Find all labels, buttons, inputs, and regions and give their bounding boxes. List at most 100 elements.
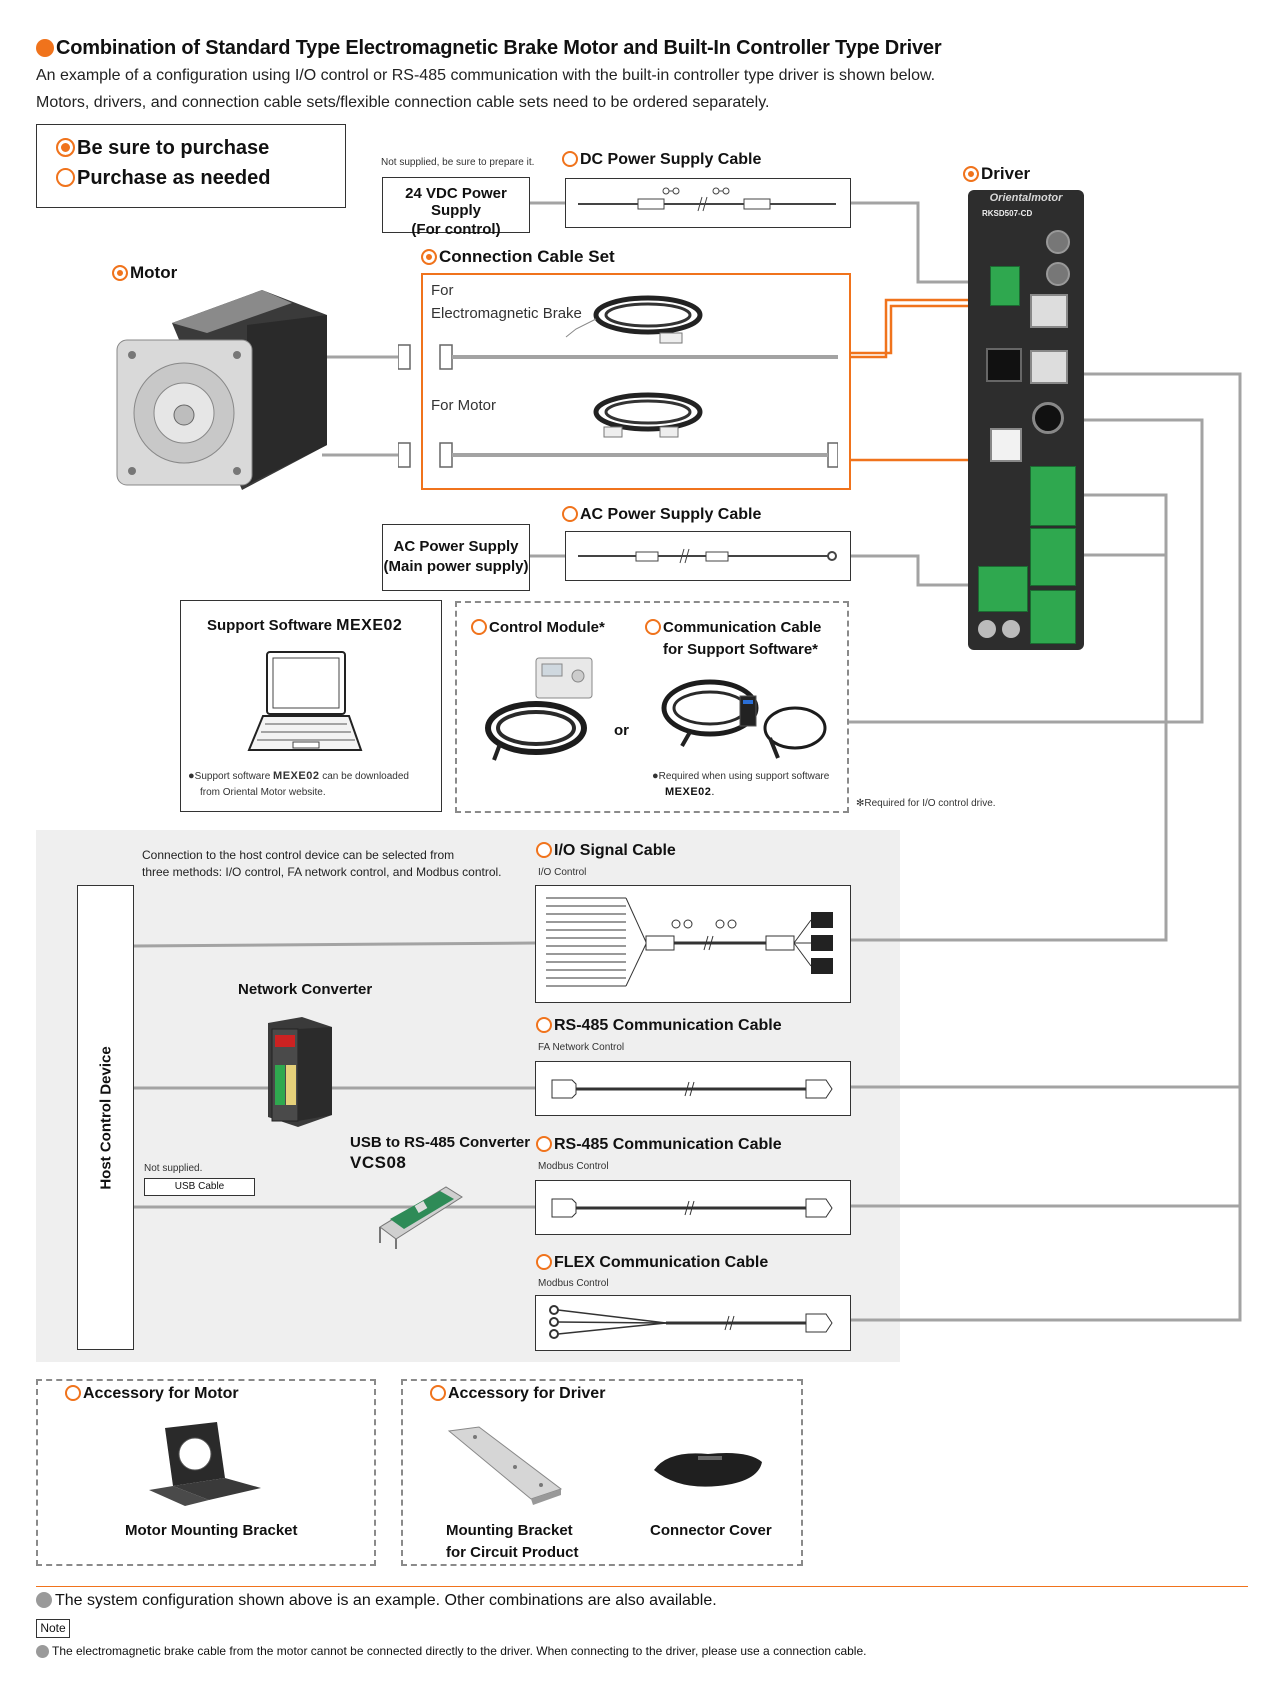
optional-dot-icon — [536, 1017, 552, 1033]
required-dot-icon — [36, 39, 54, 57]
optional-dot-icon — [471, 619, 487, 635]
or-text: or — [614, 722, 629, 739]
line-usb-comm — [847, 418, 1204, 724]
required-dot-icon — [56, 138, 75, 157]
rj45-port-icon[interactable] — [1030, 350, 1068, 384]
io-terminal[interactable] — [1030, 466, 1076, 526]
rs485-fa-cable-icon — [551, 1079, 833, 1099]
cable-set-label: Connection Cable Set — [421, 247, 615, 267]
io-terminal[interactable] — [1030, 528, 1076, 586]
motor-label: Motor — [112, 263, 177, 283]
mounting-bracket-image — [447, 1426, 563, 1505]
software-title: Support Software MEXE02 — [207, 617, 403, 634]
required-dot-icon — [112, 265, 128, 281]
usb-converter-image — [379, 1186, 463, 1249]
ac-terminal[interactable] — [978, 566, 1028, 612]
comm-cable-note-2: MEXE02. — [665, 786, 715, 798]
dial-icon[interactable] — [1046, 230, 1070, 254]
comm-cable-label-1: Communication Cable — [645, 619, 821, 636]
motor-bracket-image — [149, 1422, 261, 1506]
brake-cable-label-1: For — [431, 282, 454, 299]
ac-power-supply: AC Power Supply (Main power supply) — [382, 524, 530, 591]
optional-dot-icon — [536, 1254, 552, 1270]
brake-cable-label-2: Electromagnetic Brake — [431, 305, 582, 322]
legend — [36, 124, 346, 208]
io-terminal[interactable] — [1030, 590, 1076, 644]
line-rs485-bus — [851, 372, 1242, 1322]
power-connector[interactable] — [990, 266, 1020, 306]
optional-dot-icon — [430, 1385, 446, 1401]
flex-cable-icon — [549, 1305, 833, 1339]
ground-screw-icon — [978, 620, 996, 638]
required-dot-icon — [963, 166, 979, 182]
line-io — [851, 493, 1168, 942]
rs485-modbus-sub: Modbus Control — [538, 1161, 609, 1172]
usb-converter-model: VCS08 — [350, 1153, 407, 1172]
line-set-driver-b — [851, 304, 985, 355]
host-selection-2: three methods: I/O control, FA network c… — [142, 865, 502, 879]
comm-cable-note: ●Required when using support software — [652, 770, 830, 782]
dc-supply-note: Not supplied, be sure to prepare it. — [381, 157, 535, 168]
gray-dot-icon — [36, 1645, 49, 1658]
ac-cable-icon — [578, 548, 837, 564]
encoder-connector[interactable] — [986, 348, 1022, 382]
legend-optional: Purchase as needed — [56, 167, 270, 190]
usb-port-icon[interactable] — [1032, 402, 1064, 434]
dc-cable-icon — [578, 187, 836, 212]
rs485-fa-label: RS-485 Communication Cable — [536, 1017, 782, 1035]
flex-cable-label: FLEX Communication Cable — [536, 1254, 768, 1272]
mounting-bracket-label-1: Mounting Bracket — [446, 1522, 573, 1539]
rs485-modbus-cable-icon — [551, 1198, 833, 1218]
gray-dot-icon — [36, 1592, 52, 1608]
driver-model: RKSD507-CD — [982, 209, 1033, 218]
usb-cable: USB Cable — [144, 1178, 255, 1196]
driver-accessory-title: Accessory for Driver — [430, 1385, 605, 1403]
line-host-io — [133, 941, 536, 948]
ac-power-cable — [565, 531, 851, 581]
footer-note: The electromagnetic brake cable from the… — [36, 1644, 866, 1658]
io-cable-sub: I/O Control — [538, 867, 587, 878]
footer-divider — [36, 1586, 1248, 1587]
dial-icon[interactable] — [1046, 262, 1070, 286]
rs485-modbus-cable — [535, 1180, 851, 1235]
software-note-2: from Oriental Motor website. — [200, 787, 326, 798]
io-signal-cable — [535, 885, 851, 1003]
cable-set-drawing — [398, 295, 838, 468]
line-dc-driver — [851, 201, 985, 284]
connector-cover-label: Connector Cover — [650, 1522, 772, 1539]
ground-screw-icon — [1002, 620, 1020, 638]
comm-cable-label-2: for Support Software* — [663, 641, 819, 658]
mounting-bracket-label-2: for Circuit Product — [446, 1544, 579, 1561]
optional-dot-icon — [536, 1136, 552, 1152]
optional-dot-icon — [562, 506, 578, 522]
motor-image — [116, 290, 327, 490]
network-converter-label: Network Converter — [238, 981, 373, 998]
dc-power-supply: 24 VDC Power Supply (For control) — [382, 177, 530, 238]
io-cable-label: I/O Signal Cable — [536, 842, 676, 860]
control-module-image — [485, 657, 593, 761]
legend-required: Be sure to purchase — [56, 137, 269, 160]
note-tag: Note — [36, 1619, 70, 1638]
optional-dot-icon — [65, 1385, 81, 1401]
motor-cable-label: For Motor — [431, 397, 497, 414]
rj45-port-icon[interactable] — [1030, 294, 1068, 328]
laptop-icon — [247, 651, 363, 751]
software-note: ●Support software MEXE02 can be download… — [188, 770, 409, 782]
network-converter-image — [268, 1017, 332, 1127]
dc-cable-label: DC Power Supply Cable — [562, 151, 761, 169]
page-title: Combination of Standard Type Electromagn… — [36, 37, 942, 60]
rs485-fa-sub: FA Network Control — [538, 1042, 625, 1053]
connector-cover-image — [654, 1453, 762, 1487]
driver-brand: Orientalmotor — [989, 192, 1063, 204]
control-module-label: Control Module* — [471, 619, 605, 636]
rs485-modbus-label: RS-485 Communication Cable — [536, 1136, 782, 1154]
optional-dot-icon — [536, 842, 552, 858]
driver-unit: Orientalmotor RKSD507-CD — [968, 190, 1084, 650]
optional-dot-icon — [645, 619, 661, 635]
motor-bracket-label: Motor Mounting Bracket — [125, 1522, 298, 1539]
comm-cable-image — [661, 679, 827, 759]
host-control-label: Host Control Device — [97, 1046, 115, 1190]
motor-connector[interactable] — [990, 428, 1022, 462]
ac-cable-label: AC Power Supply Cable — [562, 506, 761, 524]
